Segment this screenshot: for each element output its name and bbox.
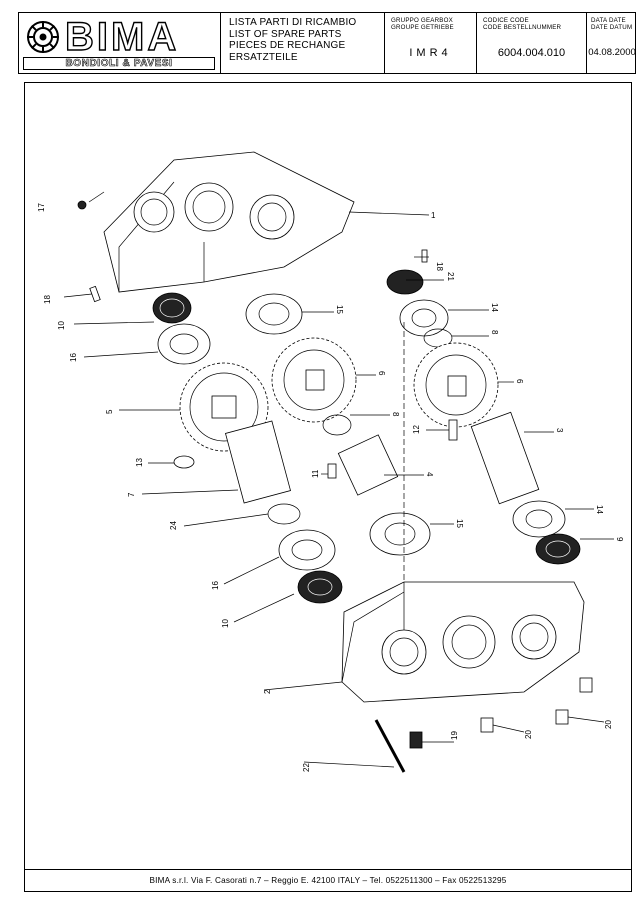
bima-gear-logo-icon <box>27 21 59 53</box>
seal-10-bottom <box>297 570 343 604</box>
group-value: IMR4 <box>409 47 452 59</box>
callout-18-left: 18 <box>43 295 52 304</box>
shaft-7 <box>225 420 291 504</box>
title-block: BIMA BONDIOLI & PAVESI LISTA PARTI DI RI… <box>18 12 636 74</box>
callout-18-right: 18 <box>435 262 444 271</box>
key-12 <box>448 419 458 441</box>
bearing-16-top <box>157 323 211 365</box>
callout-7: 7 <box>127 492 136 497</box>
seal-10-top <box>152 292 192 324</box>
code-label-1: CODICE CODE <box>483 17 529 24</box>
callout-20-right: 20 <box>604 720 613 729</box>
callout-6-right: 6 <box>515 379 524 384</box>
seal-21 <box>386 269 424 295</box>
title-line-de: ERSATZTEILE <box>229 51 298 63</box>
key-13 <box>173 455 195 469</box>
callout-12: 12 <box>412 425 421 434</box>
callout-15-top: 15 <box>335 305 344 314</box>
title-line-it: LISTA PARTI DI RICAMBIO <box>229 17 357 28</box>
callout-21: 21 <box>446 272 455 281</box>
ring-24 <box>267 503 301 525</box>
callout-22: 22 <box>302 763 311 772</box>
date-value: 04.08.2000 <box>588 47 636 58</box>
callout-16-bottom: 16 <box>211 581 220 590</box>
callout-5: 5 <box>105 409 114 414</box>
callout-3: 3 <box>555 428 564 433</box>
callout-6-center: 6 <box>377 371 386 376</box>
ring-8-center <box>322 414 352 436</box>
date-field: DATA DATE DATE DATUM 04.08.2000 <box>587 13 637 73</box>
title-line-en: LIST OF SPARE PARTS <box>229 28 342 40</box>
bearing-14-bottom <box>512 500 566 538</box>
leader-lines <box>63 191 614 768</box>
callout-10-top: 10 <box>57 321 66 330</box>
pin-18-right <box>421 249 428 263</box>
callout-2: 2 <box>263 689 272 694</box>
bearing-15-top <box>245 293 303 335</box>
date-label-2: DATE DATUM <box>591 24 633 31</box>
bearing-16-bottom <box>278 529 336 571</box>
callout-8-center: 8 <box>391 412 400 417</box>
callout-15-bottom: 15 <box>455 519 464 528</box>
bolt-17 <box>77 200 87 210</box>
callout-13: 13 <box>135 458 144 467</box>
callout-1: 1 <box>431 211 436 220</box>
lower-housing <box>341 581 585 703</box>
shaft-3 <box>470 411 540 505</box>
callout-labels: 1 17 18 18 21 10 15 14 8 16 6 6 5 8 12 3… <box>37 203 624 772</box>
title-line-fr: PIECES DE RECHANGE <box>229 40 346 51</box>
callout-17: 17 <box>37 203 46 212</box>
shaft-4 <box>337 434 399 496</box>
drawing-frame <box>24 82 632 870</box>
group-field: GRUPPO GEARBOX GROUPE GETRIEBE IMR4 <box>385 13 477 73</box>
callout-24: 24 <box>169 521 178 530</box>
bearing-15-bottom <box>369 512 431 556</box>
callout-14-bottom: 14 <box>595 505 604 514</box>
upper-housing <box>103 151 355 293</box>
callout-4: 4 <box>425 472 434 477</box>
code-value: 6004.004.010 <box>497 47 566 59</box>
bolt-22 <box>374 719 406 773</box>
code-label-2: CODE BESTELLNUMMER <box>483 24 562 31</box>
document-title: LISTA PARTI DI RICAMBIO LIST OF SPARE PA… <box>221 13 385 73</box>
callout-14-top: 14 <box>490 303 499 312</box>
code-field: CODICE CODE CODE BESTELLNUMMER 6004.004.… <box>477 13 587 73</box>
plug-20-left <box>480 717 494 733</box>
group-label-1: GRUPPO GEARBOX <box>391 17 453 24</box>
callout-16-top: 16 <box>69 353 78 362</box>
company-logo: BIMA BONDIOLI & PAVESI <box>19 13 221 73</box>
bearing-14-top <box>399 299 449 337</box>
callout-11: 11 <box>311 469 320 478</box>
plug-19 <box>409 731 423 749</box>
group-label-2: GROUPE GETRIEBE <box>391 24 454 31</box>
plug-20-right <box>555 709 569 725</box>
pin-18-left <box>89 285 101 303</box>
callout-8-right: 8 <box>490 330 499 335</box>
key-11 <box>327 463 337 479</box>
company-footer: BIMA s.r.l. Via F. Casorati n.7 – Reggio… <box>24 870 632 892</box>
exploded-view-drawing: 1 17 18 18 21 10 15 14 8 16 6 6 5 8 12 3… <box>37 151 624 773</box>
ring-8-right <box>423 328 453 348</box>
callout-9: 9 <box>615 537 624 542</box>
brand-subtitle: BONDIOLI & PAVESI <box>23 57 215 70</box>
callout-19: 19 <box>450 731 459 740</box>
brand-name: BIMA <box>64 14 180 59</box>
seal-9 <box>535 533 581 565</box>
callout-10-bottom: 10 <box>221 619 230 628</box>
plug-20-far <box>579 677 593 693</box>
callout-20-left: 20 <box>524 730 533 739</box>
date-label-1: DATA DATE <box>591 17 626 24</box>
